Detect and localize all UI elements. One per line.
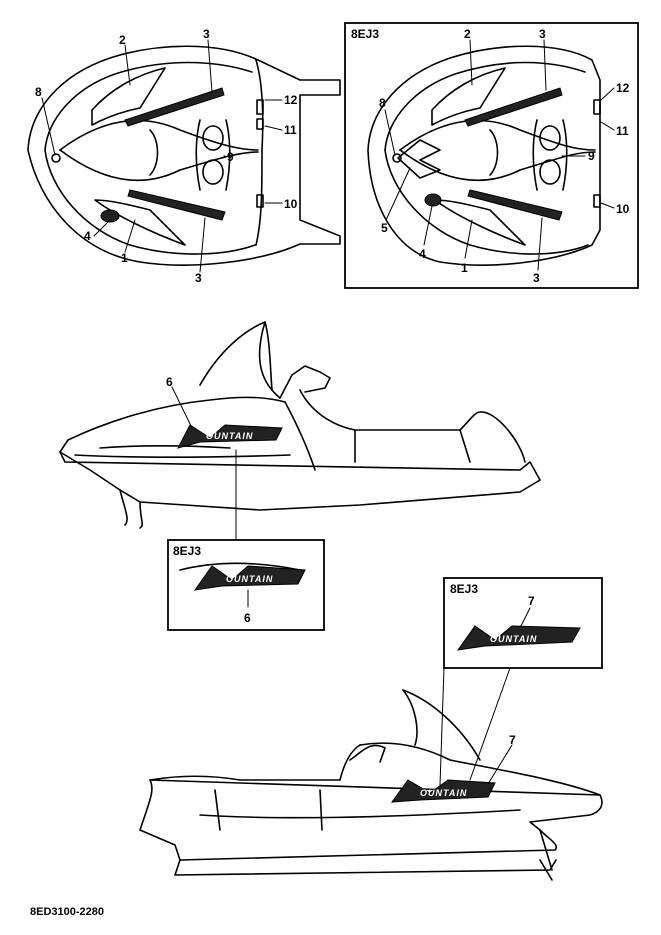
callout-5-box: 5 bbox=[381, 221, 388, 235]
callout-6: 6 bbox=[166, 375, 173, 389]
logo-decal-6: OUNTAIN 6 bbox=[179, 562, 306, 625]
logo-text-box6: OUNTAIN bbox=[226, 574, 273, 584]
callout-4: 4 bbox=[84, 229, 91, 243]
callout-8-box: 8 bbox=[379, 96, 386, 110]
callout-12-box: 12 bbox=[616, 81, 630, 95]
variant-tag-lower: 8EJ3 bbox=[450, 582, 478, 596]
callouts-top-left: 2 3 8 12 11 9 10 4 1 3 bbox=[35, 27, 298, 285]
variant-box-top bbox=[344, 22, 639, 289]
sled-side-view-upper: OUNTAIN bbox=[59, 321, 541, 529]
callouts-side-lower: 7 bbox=[487, 733, 516, 785]
callouts-side-upper: 6 bbox=[166, 375, 237, 541]
variant-tag-top: 8EJ3 bbox=[351, 27, 379, 41]
callout-11-box: 11 bbox=[616, 124, 629, 138]
callout-2-box: 2 bbox=[464, 27, 471, 41]
hood-top-view-right bbox=[367, 45, 601, 266]
variant-tag-middle: 8EJ3 bbox=[173, 544, 201, 558]
variant-box-lower bbox=[443, 577, 603, 669]
callouts-top-right: 2 3 8 12 11 9 10 5 4 1 3 bbox=[379, 27, 630, 285]
callout-3b: 3 bbox=[195, 271, 202, 285]
callout-3b-box: 3 bbox=[533, 271, 540, 285]
callout-10-box: 10 bbox=[616, 202, 630, 216]
variant-box-middle bbox=[167, 539, 325, 631]
sled-side-view-lower: OUNTAIN bbox=[139, 667, 603, 881]
drawing-code: 8ED3100-2280 bbox=[30, 906, 104, 918]
logo-text-side: OUNTAIN bbox=[206, 431, 253, 441]
callout-7: 7 bbox=[509, 733, 516, 747]
callout-6-box: 6 bbox=[244, 611, 251, 625]
callout-10: 10 bbox=[284, 197, 298, 211]
logo-text-box7: OUNTAIN bbox=[490, 634, 537, 644]
callout-9-box: 9 bbox=[588, 149, 595, 163]
hood-top-view-left bbox=[27, 45, 341, 266]
callout-2: 2 bbox=[119, 33, 126, 47]
callout-1-box: 1 bbox=[461, 261, 468, 275]
callout-1: 1 bbox=[121, 251, 128, 265]
callout-7-box: 7 bbox=[528, 594, 535, 608]
callout-8: 8 bbox=[35, 85, 42, 99]
callout-3-box: 3 bbox=[539, 27, 546, 41]
callout-4-box: 4 bbox=[419, 247, 426, 261]
callout-3: 3 bbox=[203, 27, 210, 41]
callout-12: 12 bbox=[284, 93, 298, 107]
logo-text-lower: OUNTAIN bbox=[420, 788, 467, 798]
logo-decal-7: 7 OUNTAIN bbox=[456, 594, 581, 651]
callout-11: 11 bbox=[284, 123, 297, 137]
callout-9: 9 bbox=[227, 150, 234, 164]
